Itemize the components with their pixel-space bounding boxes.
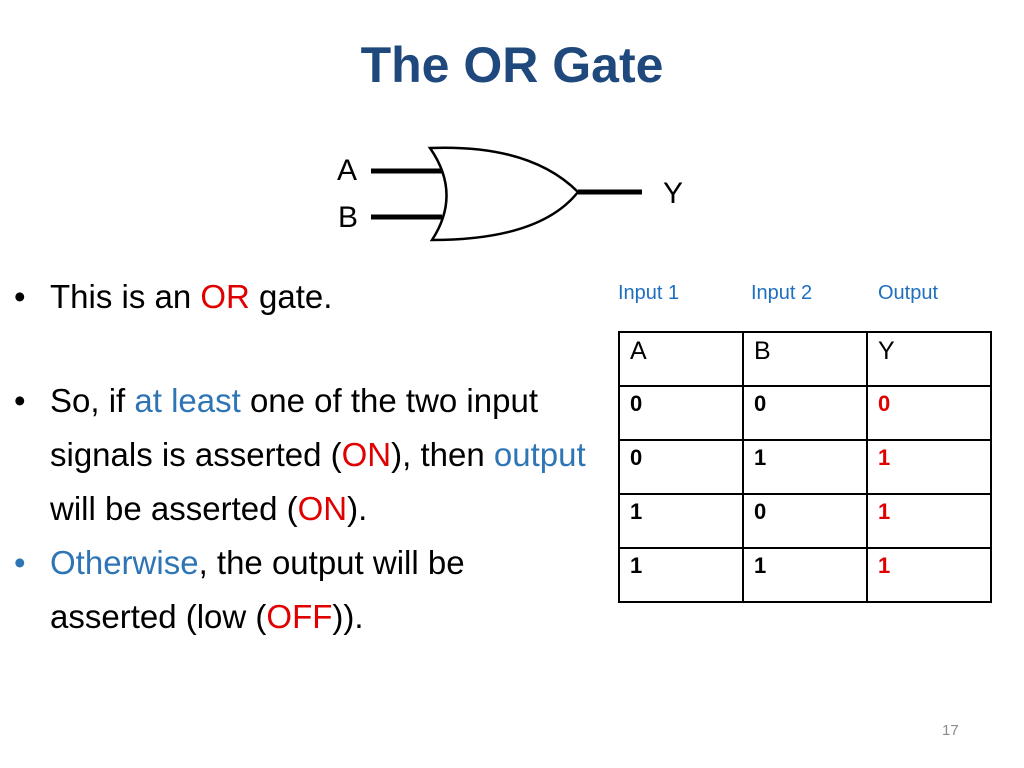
bullet-item: •This is an OR gate. xyxy=(10,270,600,324)
table-cell: 1 xyxy=(742,439,868,495)
table-cell-output: 1 xyxy=(866,439,992,495)
page-number: 17 xyxy=(942,722,959,739)
table-cell-output: 0 xyxy=(866,385,992,441)
table-cell: 1 xyxy=(742,547,868,603)
table-header-cell: A xyxy=(618,331,744,387)
bullet-item: •So, if at least one of the two input si… xyxy=(10,374,600,536)
table-header-row: A B Y xyxy=(618,331,992,387)
table-header-cell: B xyxy=(742,331,868,387)
bullet-dot-icon: • xyxy=(14,382,26,419)
table-cell: 0 xyxy=(742,385,868,441)
table-cell: 0 xyxy=(618,439,744,495)
bullet-list: •This is an OR gate. •So, if at least on… xyxy=(10,270,600,644)
bullet-dot-icon: • xyxy=(14,544,26,581)
truth-table: A B Y 0 0 0 0 1 1 1 0 1 1 1 1 xyxy=(618,331,992,603)
table-cell: 1 xyxy=(618,493,744,549)
table-cell-output: 1 xyxy=(866,547,992,603)
table-header-cell: Y xyxy=(866,331,992,387)
truth-table-column-titles: Input 1 Input 2 Output xyxy=(618,282,1004,306)
or-gate-body xyxy=(427,146,580,242)
table-cell: 0 xyxy=(618,385,744,441)
table-row: 0 1 1 xyxy=(618,439,992,495)
column-title-input-2: Input 2 xyxy=(751,282,813,304)
table-row: 1 0 1 xyxy=(618,493,992,549)
table-row: 0 0 0 xyxy=(618,385,992,441)
gate-input-b-label: B xyxy=(338,201,359,234)
gate-output-y-label: Y xyxy=(663,177,684,210)
table-cell-output: 1 xyxy=(866,493,992,549)
bullet-dot-icon: • xyxy=(14,278,26,315)
slide-title: The OR Gate xyxy=(360,37,664,93)
bullet-item: •Otherwise, the output will be asserted … xyxy=(10,536,560,644)
or-gate-symbol-icon xyxy=(371,146,642,242)
gate-input-a-label: A xyxy=(337,154,358,187)
table-cell: 1 xyxy=(618,547,744,603)
or-gate-diagram: A B Y xyxy=(330,140,700,255)
table-cell: 0 xyxy=(742,493,868,549)
column-title-output: Output xyxy=(878,282,939,304)
column-title-input-1: Input 1 xyxy=(618,282,680,304)
table-row: 1 1 1 xyxy=(618,547,992,603)
